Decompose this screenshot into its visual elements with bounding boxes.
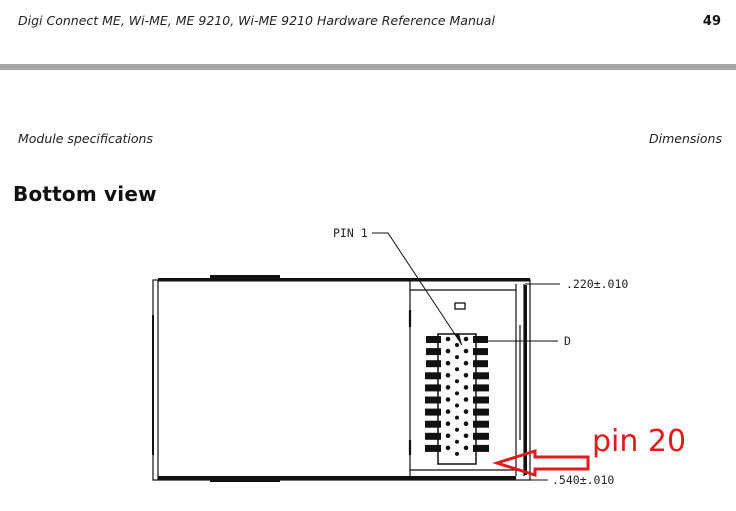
pin-hole	[463, 445, 469, 451]
pin20-arrow	[492, 448, 590, 478]
top-dimension-label: .220±.010	[566, 277, 628, 291]
pin-hole	[455, 427, 459, 432]
page-heading: Bottom view	[13, 182, 157, 206]
pin1-arrowhead	[455, 333, 462, 345]
pin-hole	[445, 433, 451, 439]
pin-hole	[455, 355, 459, 360]
edge-rails	[158, 275, 530, 482]
pin-hole	[455, 439, 459, 444]
connector-pad	[473, 384, 489, 392]
pin-hole	[463, 348, 469, 354]
connector-pad	[426, 348, 441, 356]
pin-hole	[445, 385, 451, 390]
bottom-view-drawing: PIN 1 .220±.010 D .540±.010 pin 20	[0, 215, 736, 511]
connector-pad	[473, 336, 488, 343]
connector-pad	[473, 408, 489, 416]
connector-pad	[473, 360, 488, 368]
connector-pad	[425, 396, 441, 404]
bottom-dimension-label: .540±.010	[552, 473, 614, 487]
pin-hole	[463, 385, 469, 390]
connector-pad	[473, 444, 489, 452]
pad-marker	[454, 302, 466, 310]
subsection-label: Dimensions	[649, 131, 722, 146]
connector-pad	[473, 348, 488, 356]
pin-hole	[455, 343, 459, 347]
pin1-label: PIN 1	[333, 226, 368, 240]
document-header-title: Digi Connect ME, Wi-ME, ME 9210, Wi-ME 9…	[18, 13, 495, 28]
pin-hole	[445, 421, 451, 426]
pin1-leader-line	[372, 232, 463, 346]
connector-pad	[425, 420, 441, 428]
pin-hole	[463, 433, 469, 439]
pin-hole	[445, 348, 451, 354]
pin-hole	[463, 421, 469, 426]
pin-hole	[455, 451, 459, 456]
pin-hole	[463, 409, 469, 414]
connector-pad	[426, 360, 441, 368]
connector-housing	[437, 333, 477, 465]
pin-hole	[463, 336, 469, 342]
pin-hole	[463, 360, 469, 366]
pin-hole	[445, 397, 451, 402]
pin-hole	[445, 409, 451, 414]
pin-hole	[455, 391, 459, 396]
connector-pad	[425, 372, 441, 380]
connector-pad	[425, 408, 441, 416]
header-rule	[0, 64, 736, 70]
pin-hole	[445, 373, 451, 378]
connector-pad	[473, 420, 489, 428]
connector-pad	[425, 432, 441, 440]
page-number: 49	[702, 14, 721, 29]
connector-pad	[426, 336, 441, 343]
pin-hole	[445, 360, 451, 366]
connector-pad	[473, 432, 489, 440]
pin-hole	[455, 403, 459, 408]
connector-pad	[425, 384, 441, 392]
connector-footprint	[425, 333, 489, 465]
connector-pad	[473, 372, 489, 380]
right-marker-label: D	[564, 334, 571, 348]
pin20-annotation: pin 20	[592, 424, 686, 459]
pin-hole	[455, 367, 459, 372]
pin-hole	[463, 397, 469, 402]
connector-pad	[473, 396, 489, 404]
pin-hole	[455, 379, 459, 384]
pin-hole	[445, 445, 451, 451]
connector-pad	[425, 444, 441, 452]
pin-hole	[463, 373, 469, 378]
pin-hole	[455, 415, 459, 420]
pin-hole	[445, 336, 451, 342]
section-label: Module specifications	[18, 131, 153, 146]
